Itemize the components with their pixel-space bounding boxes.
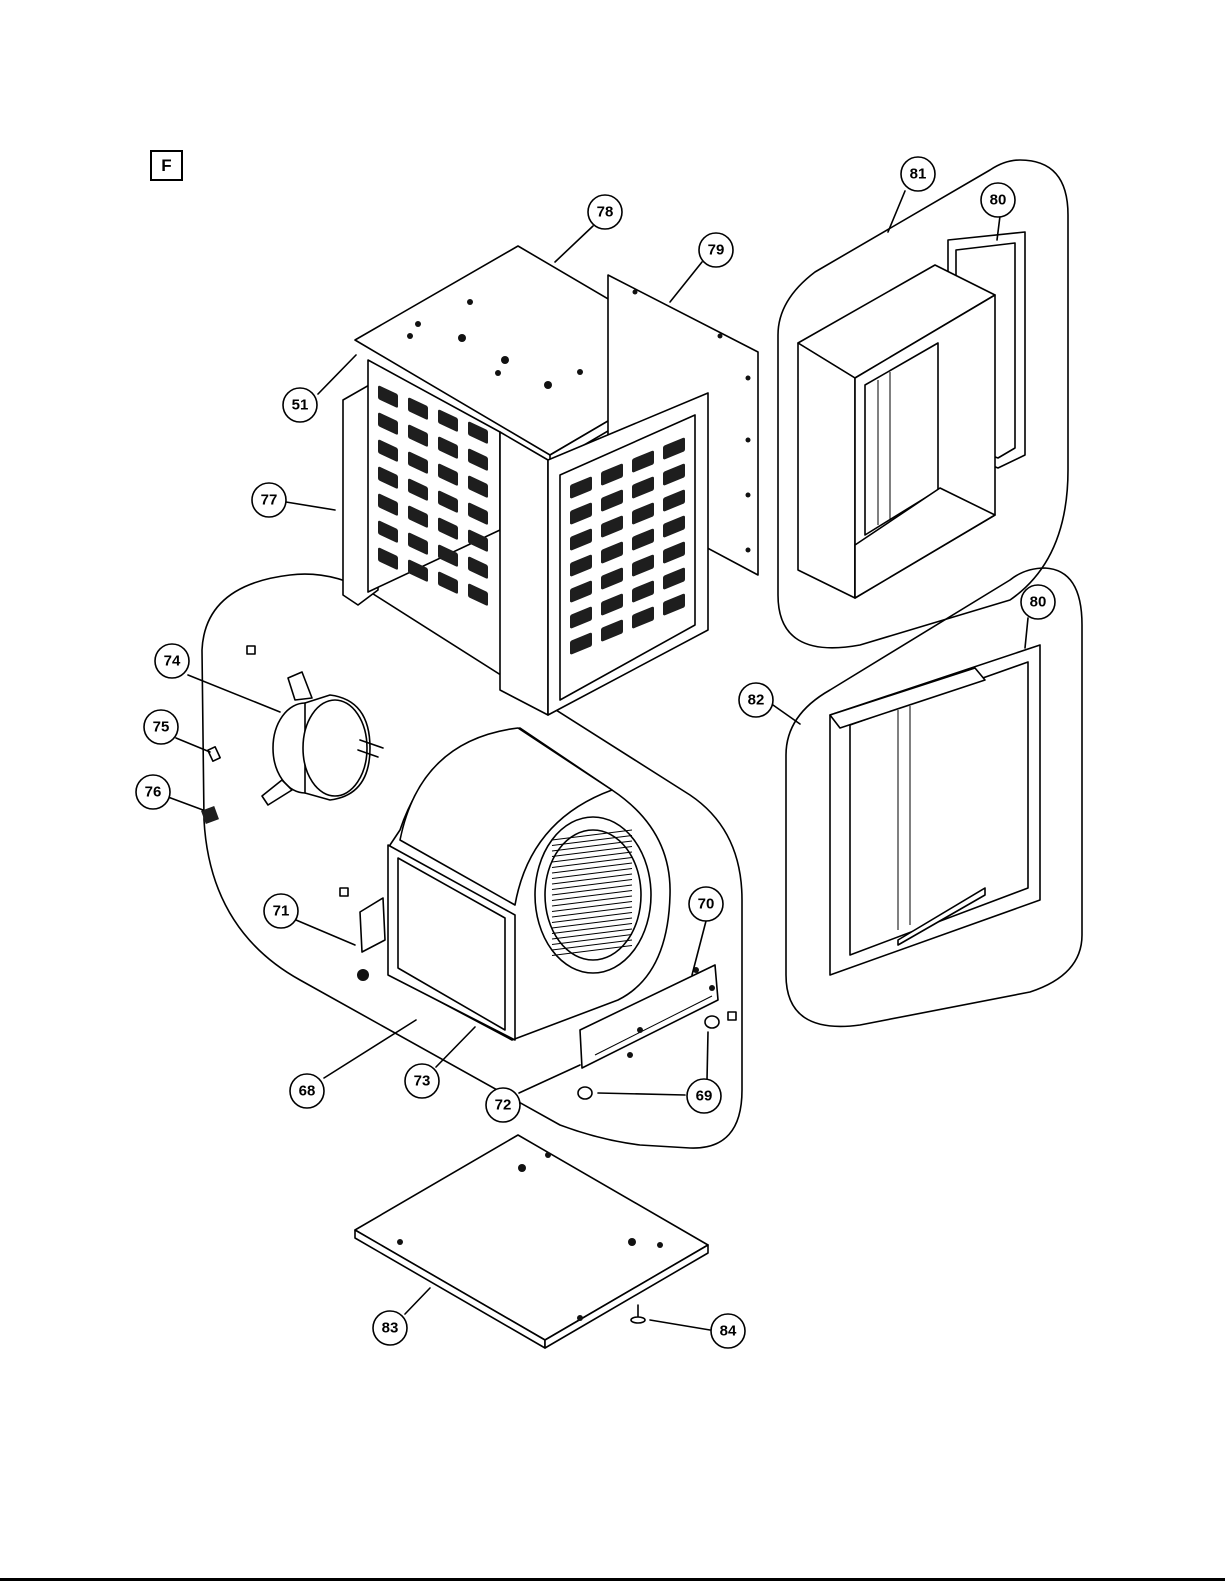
callout-77: 77 [252,483,286,517]
fitting-75 [208,747,220,761]
callout-80-top: 80 [981,183,1015,217]
svg-text:80: 80 [990,192,1007,209]
callout-70: 70 [689,887,723,921]
page-bottom-rule [0,1578,1225,1581]
callout-51: 51 [283,388,317,422]
callout-72: 72 [486,1088,520,1122]
svg-text:77: 77 [261,492,278,509]
callout-69: 69 [687,1079,721,1113]
svg-text:75: 75 [153,719,170,736]
access-panel-82 [830,645,1040,975]
svg-text:68: 68 [299,1083,316,1100]
svg-text:69: 69 [696,1088,713,1105]
svg-text:79: 79 [708,242,725,259]
svg-text:51: 51 [292,397,309,414]
callout-74: 74 [155,644,189,678]
callout-81: 81 [901,157,935,191]
callout-79: 79 [699,233,733,267]
svg-text:82: 82 [748,692,765,709]
callout-71: 71 [264,894,298,928]
callout-84: 84 [711,1314,745,1348]
filter-rack-81 [798,232,1025,598]
bracket-71 [357,898,385,981]
svg-text:78: 78 [597,204,614,221]
blower-housing-73 [388,728,670,1040]
callout-73: 73 [405,1064,439,1098]
callout-76: 76 [136,775,170,809]
base-pan-83 [355,1135,708,1348]
svg-text:81: 81 [910,166,927,183]
callout-80-bottom: 80 [1021,585,1055,619]
callout-78: 78 [588,195,622,229]
foot-84 [631,1305,645,1323]
svg-text:76: 76 [145,784,162,801]
svg-text:74: 74 [164,653,181,670]
callout-75: 75 [144,710,178,744]
callout-68: 68 [290,1074,324,1108]
svg-text:83: 83 [382,1320,399,1337]
svg-text:72: 72 [495,1097,512,1114]
svg-text:70: 70 [698,896,715,913]
svg-text:71: 71 [273,903,290,920]
callout-83: 83 [373,1311,407,1345]
svg-text:84: 84 [720,1323,737,1340]
svg-text:73: 73 [414,1073,431,1090]
callout-82: 82 [739,683,773,717]
motor-74 [262,672,383,805]
svg-text:80: 80 [1030,594,1047,611]
